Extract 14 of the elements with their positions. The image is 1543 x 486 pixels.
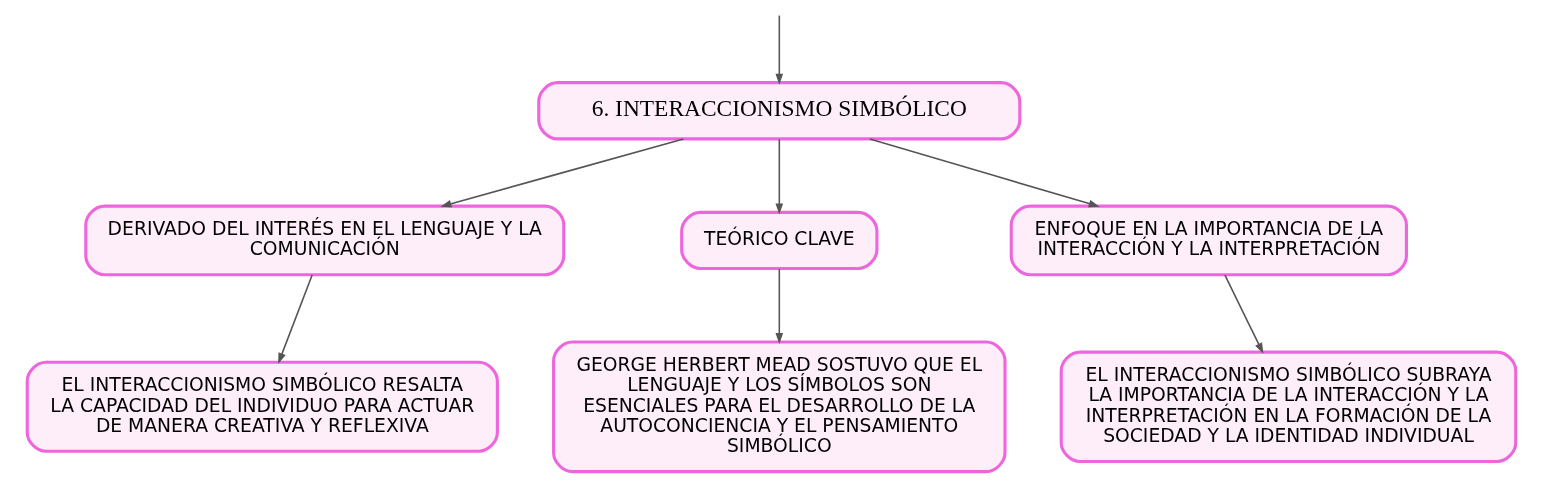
node-box: EL INTERACCIONISMO SIMBÓLICO SUBRAYA LA IMPORTANCIA DE LA INTERACCIÓN Y LA INTERPRETACIÓN EN LA FORMACIÓN DE LA SOCIEDAD Y LA IDENTIDAD INDIVIDUAL: [1059, 350, 1518, 463]
arrow: [775, 268, 784, 344]
arrow: [775, 14, 784, 85]
node-box: EL INTERACCIONISMO SIMBÓLICO RESALTA LA CAPACIDAD DEL INDIVIDUO PARA ACTUAR DE MANERA CREATIVA Y REFLEXIVA: [25, 360, 499, 453]
node-box: DERIVADO DEL INTERÉS EN EL LENGUAJE Y LA COMUNICACIÓN: [84, 204, 566, 277]
node-box: TEÓRICO CLAVE: [680, 210, 879, 271]
arrow: [440, 138, 685, 208]
node-box: ENFOQUE EN LA IMPORTANCIA DE LA INTERACCIÓN Y LA INTERPRETACIÓN: [1009, 204, 1408, 277]
arrow: [1224, 274, 1264, 354]
arrow: [775, 138, 784, 215]
arrow: [869, 138, 1100, 208]
node-box: 6. INTERACCIONISMO SIMBÓLICO: [537, 81, 1022, 141]
node-box: GEORGE HERBERT MEAD SOSTUVO QUE EL LENGUAJE Y LOS SÍMBOLOS SON ESENCIALES PARA EL DESARROLLO DE LA AUTOCONCIENCIA Y EL PENSAMIENTO SIMBÓLICO: [552, 340, 1007, 474]
arrow: [278, 274, 313, 364]
